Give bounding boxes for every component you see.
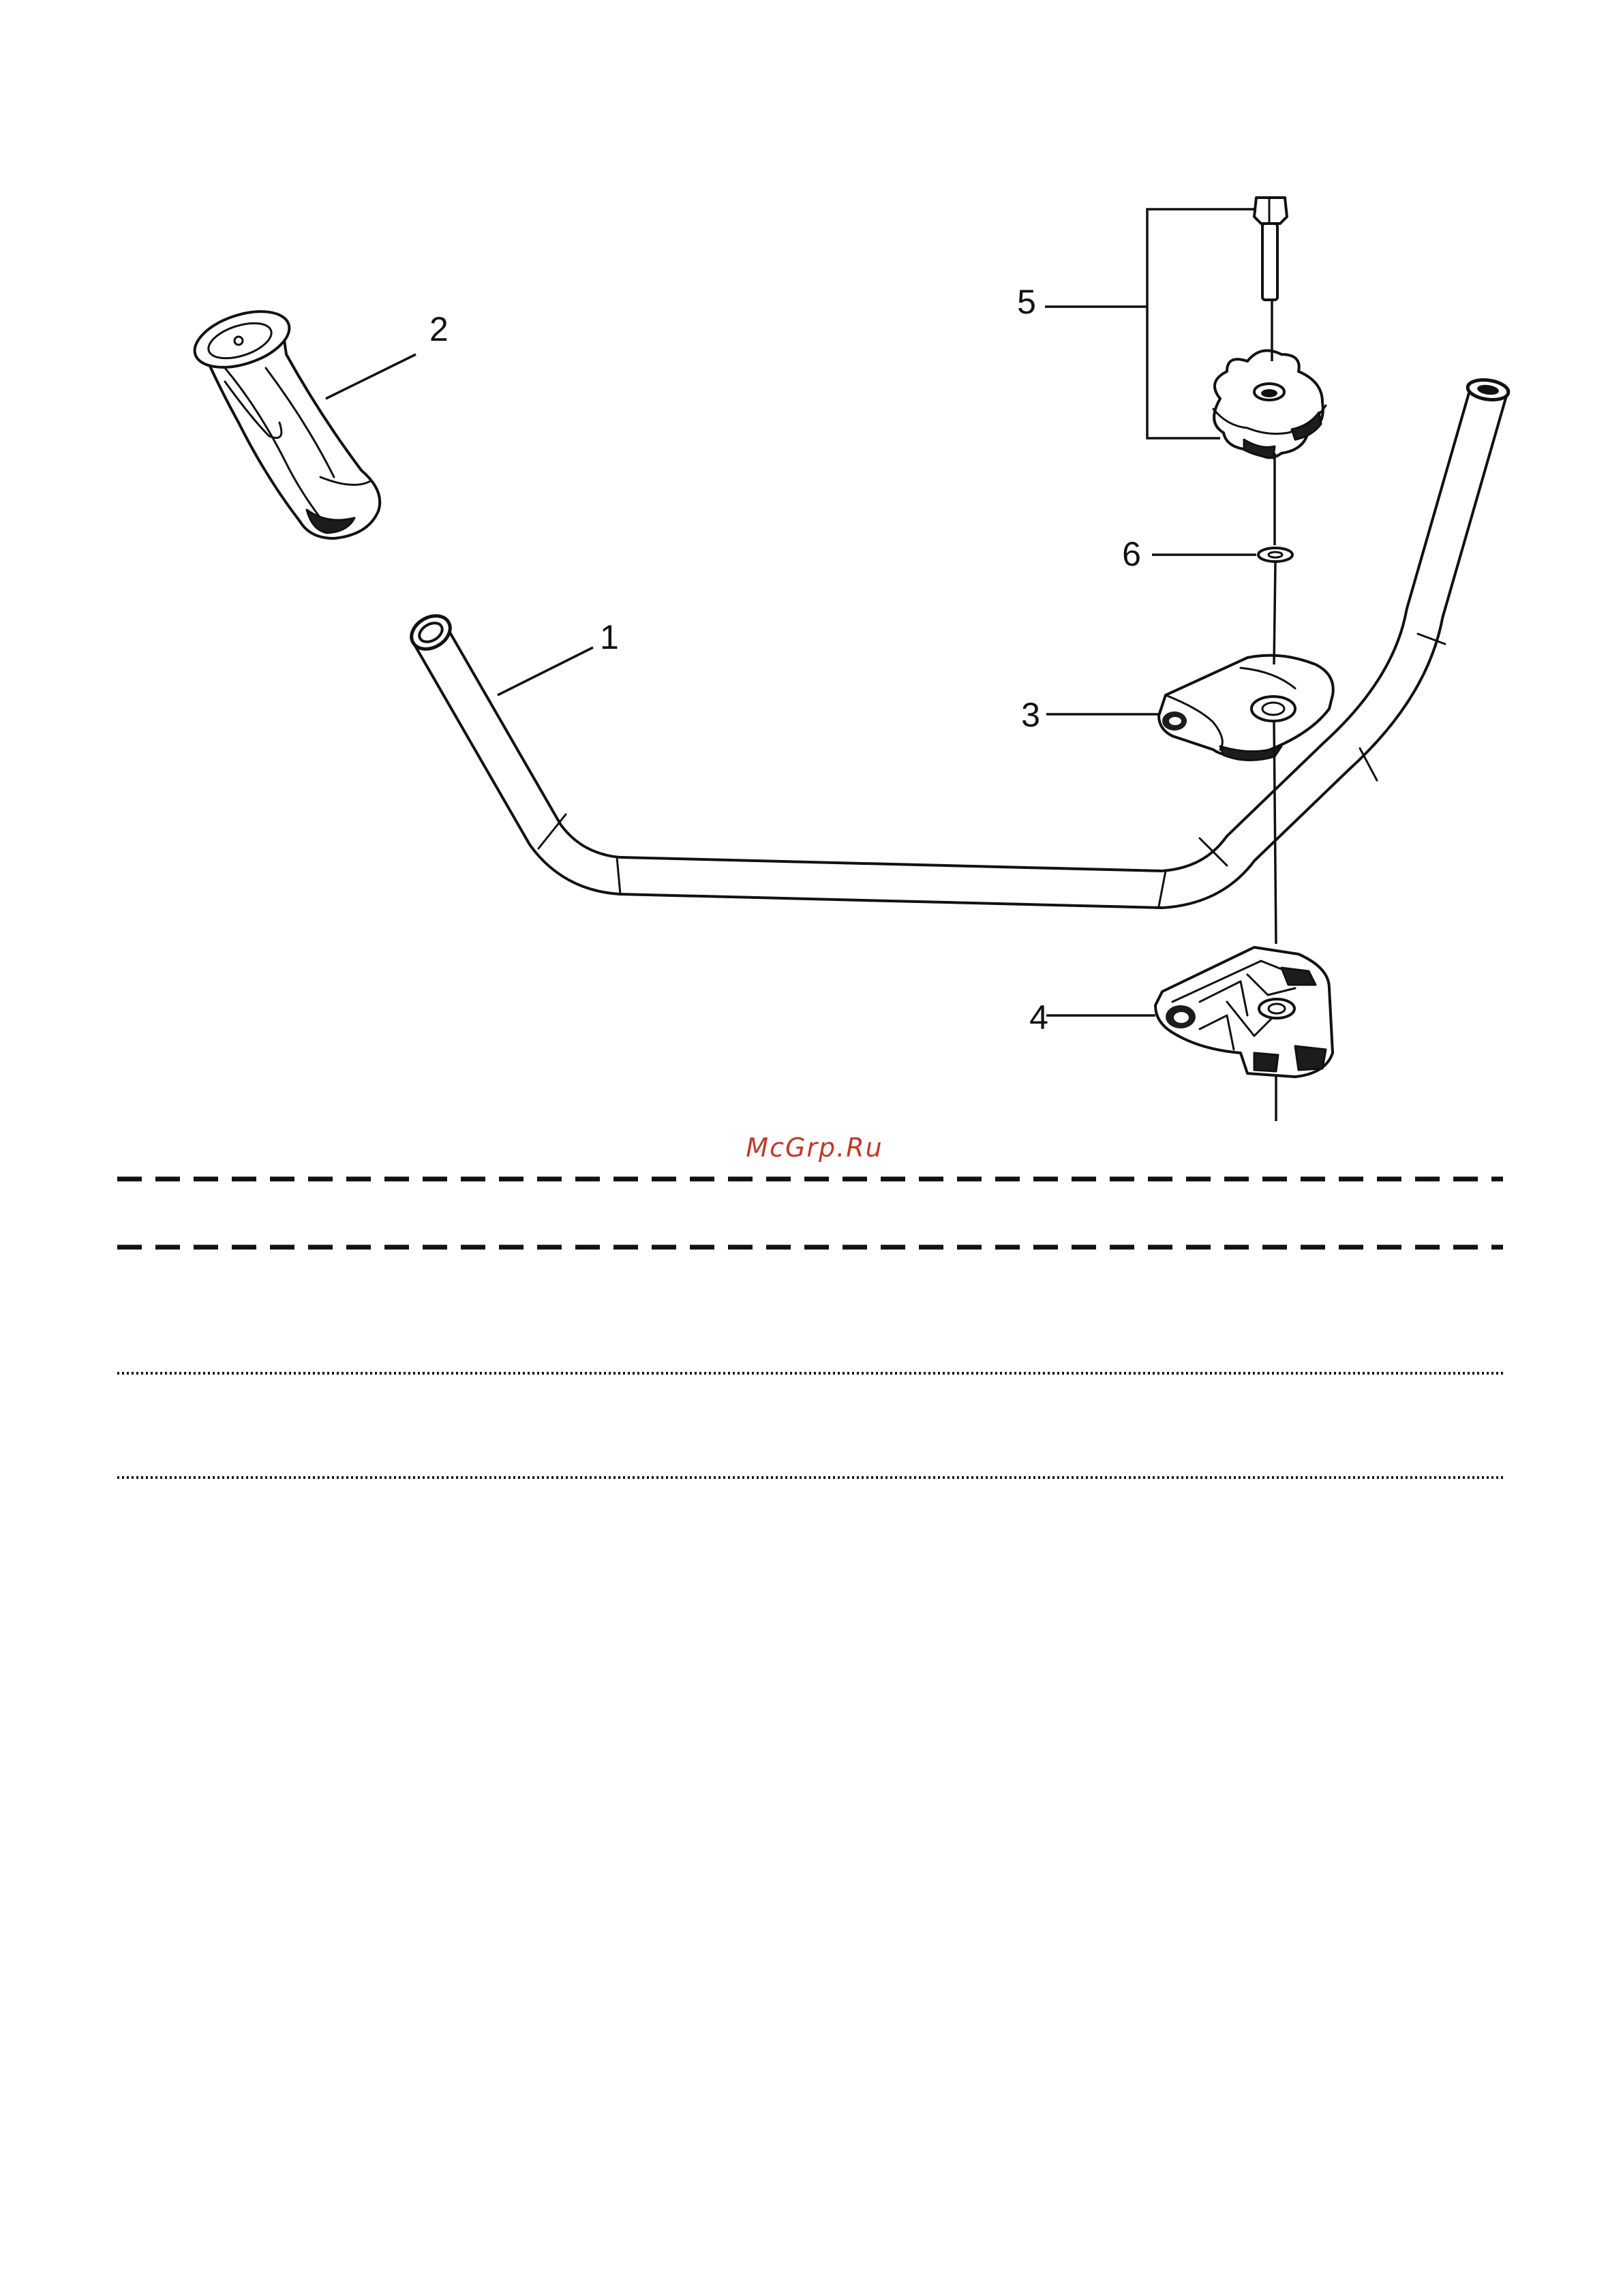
callout-4: 4: [1029, 998, 1048, 1037]
callout-6: 6: [1122, 535, 1141, 573]
washer: [1258, 548, 1292, 562]
form-lines: [117, 1179, 1503, 1478]
watermark: McGrp.Ru: [746, 1133, 883, 1163]
callout-labels: 1 2 3 4 5 6: [429, 283, 1141, 1037]
callout-1: 1: [600, 618, 619, 656]
callout-2: 2: [429, 310, 449, 348]
lower-clamp: [1155, 947, 1333, 1077]
hand-grip: [187, 301, 380, 538]
upper-clamp: [1159, 656, 1333, 761]
callout-3: 3: [1021, 696, 1040, 734]
bolt-and-knob: [1213, 198, 1326, 458]
handlebar-tube: [406, 378, 1510, 906]
callout-5: 5: [1017, 283, 1036, 321]
